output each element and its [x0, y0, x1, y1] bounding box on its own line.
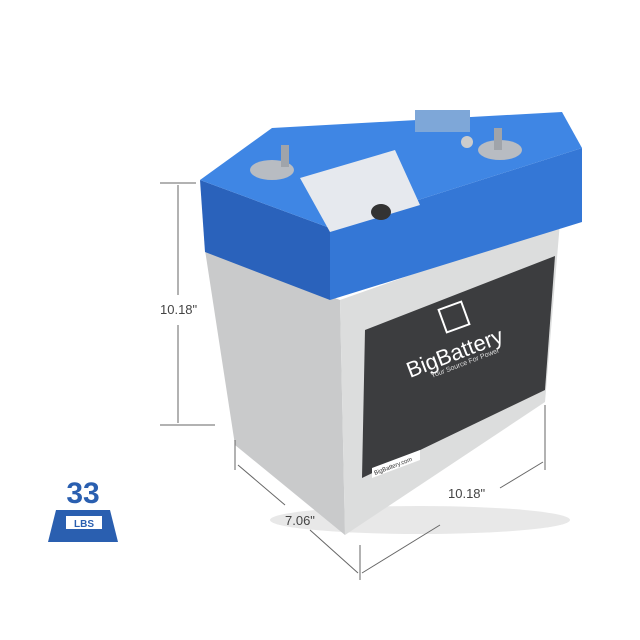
- lid-front-face: [330, 148, 582, 300]
- valve: [461, 136, 473, 148]
- scale-display: [66, 516, 102, 529]
- length-dimension: 10.18": [448, 486, 486, 501]
- dimension-lines: [160, 182, 546, 580]
- terminal-post: [281, 145, 289, 167]
- height-dimension: 10.18": [160, 302, 198, 317]
- battery-body-left-face: [205, 250, 345, 535]
- terminal-post: [494, 128, 502, 150]
- lid-left-face: [200, 180, 330, 300]
- indicator-panel: [415, 110, 470, 132]
- weight-value: 33: [66, 477, 99, 510]
- website-pill: [372, 450, 420, 478]
- vent-cap: [371, 204, 391, 220]
- weight-badge: 33 LBS: [48, 477, 118, 542]
- width-dimension: 7.06": [285, 513, 315, 528]
- weight-unit: LBS: [74, 519, 94, 530]
- brand-logo-icon: [437, 300, 471, 334]
- front-label: [362, 256, 555, 478]
